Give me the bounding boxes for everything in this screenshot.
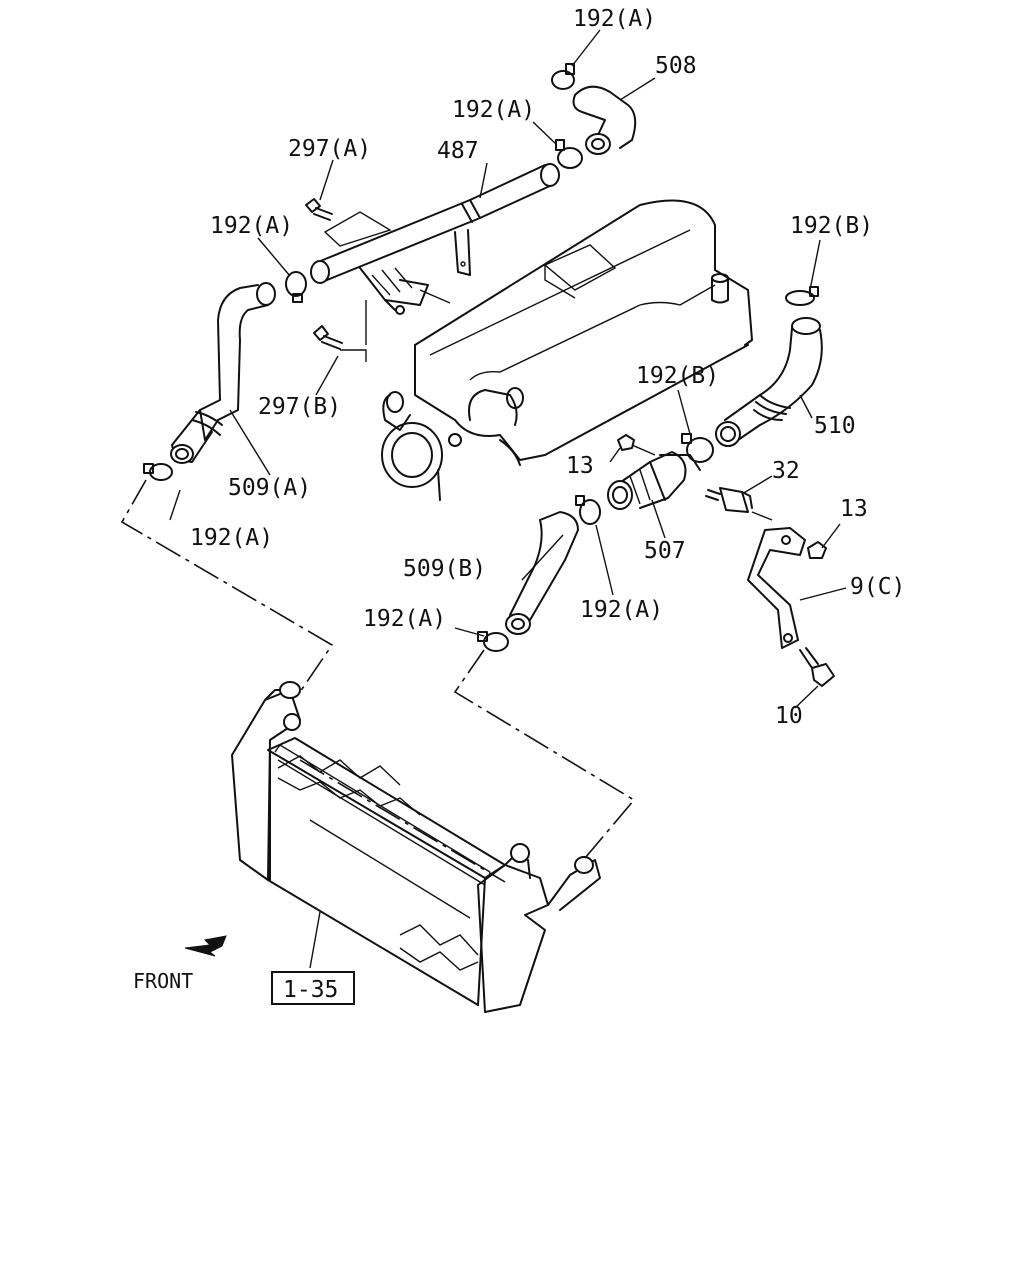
nut-13-mid (617, 434, 656, 456)
bolt-297b (313, 325, 343, 350)
bolt-32 (705, 487, 773, 521)
label-192a-lower-left: 192(A) (190, 525, 273, 551)
label-9c: 9(C) (850, 574, 905, 600)
bolt-297a (305, 198, 333, 221)
clamp-192a-center (575, 495, 601, 525)
label-13-right: 13 (840, 496, 868, 522)
clamp-192a-lower-left (143, 463, 173, 481)
bracket-9c (747, 527, 806, 649)
label-509a: 509(A) (228, 475, 311, 501)
label-487: 487 (437, 138, 479, 164)
label-507: 507 (644, 538, 686, 564)
label-297b: 297(B) (258, 394, 341, 420)
label-192b-mid: 192(B) (636, 363, 719, 389)
label-192a-left: 192(A) (210, 213, 293, 239)
clamp-192a-bottom (477, 631, 509, 652)
label-32: 32 (772, 458, 800, 484)
hose-509b (505, 511, 579, 635)
bolt-10 (799, 647, 835, 687)
label-297a: 297(A) (288, 136, 371, 162)
label-13-mid: 13 (566, 453, 594, 479)
label-10: 10 (775, 703, 803, 729)
label-192a-upper: 192(A) (452, 97, 535, 123)
hose-509a (170, 282, 276, 464)
label-508: 508 (655, 53, 697, 79)
nut-13-right (807, 541, 827, 559)
clamp-192b-right (785, 286, 819, 306)
clamp-192a-top (551, 63, 575, 90)
hose-508 (572, 85, 637, 155)
clamp-192a-upper (555, 139, 583, 169)
ref-box (271, 971, 355, 1005)
clamp-192a-left (285, 271, 307, 303)
leader-lines (169, 29, 847, 969)
intercooler (231, 681, 601, 1013)
clamp-192b-mid (681, 433, 714, 463)
hose-510 (715, 317, 823, 447)
front-arrow-icon (184, 935, 227, 957)
route-line-left (120, 479, 334, 693)
label-509b: 509(B) (403, 556, 486, 582)
engine-block (381, 199, 753, 501)
shield-plate (323, 211, 392, 247)
label-510: 510 (814, 413, 856, 439)
route-line-right (453, 649, 636, 859)
route-line-core (299, 759, 506, 883)
label-192a-top: 192(A) (573, 6, 656, 32)
label-ref-box: 1-35 (283, 977, 338, 1003)
pipe-487 (310, 163, 560, 315)
label-192b-right: 192(B) (790, 213, 873, 239)
housing-507 (607, 451, 701, 510)
label-192a-center: 192(A) (580, 597, 663, 623)
label-front: FRONT (133, 969, 193, 993)
label-192a-bottom: 192(A) (363, 606, 446, 632)
